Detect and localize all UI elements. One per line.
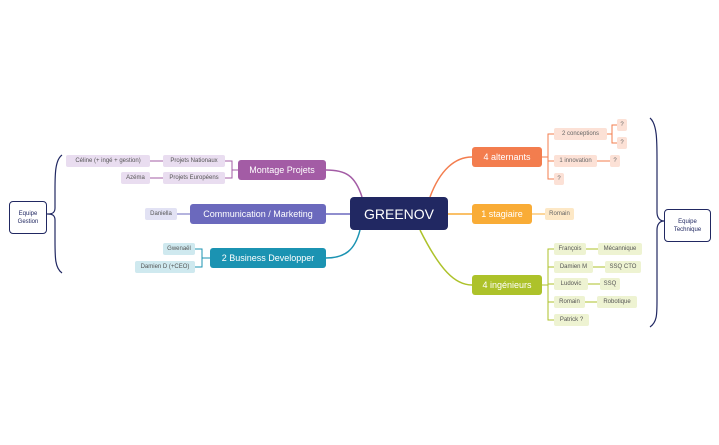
left-group-label-line2: Gestion <box>17 218 39 225</box>
node-azema[interactable]: Azéma <box>121 172 150 184</box>
branch-business-developper[interactable]: 2 Business Developper <box>210 248 326 268</box>
branch-alternants[interactable]: 4 alternants <box>472 147 542 167</box>
right-brace <box>649 117 665 328</box>
link-business <box>325 229 361 259</box>
left-group-label-line1: Equipe <box>18 210 38 217</box>
node-daniella[interactable]: Daniella <box>145 208 177 220</box>
node-ludovic[interactable]: Ludovic <box>554 278 588 290</box>
node-alternant-unknown[interactable]: ? <box>554 173 564 185</box>
node-2-conceptions[interactable]: 2 conceptions <box>554 128 607 140</box>
branch-stagiaire[interactable]: 1 stagiaire <box>472 204 532 224</box>
node-robotique[interactable]: Robotique <box>597 296 637 308</box>
node-celine[interactable]: Céline (+ ingé + gestion) <box>66 155 150 167</box>
left-group-label: Equipe Gestion <box>9 201 47 234</box>
root-node[interactable]: GREENOV <box>350 197 448 230</box>
right-group-label-line1: Equipe <box>678 218 697 225</box>
node-conception-unknown-1[interactable]: ? <box>617 119 627 131</box>
right-group-label-line2: Technique <box>673 226 702 233</box>
node-patrick[interactable]: Patrick ? <box>554 314 589 326</box>
node-conception-unknown-2[interactable]: ? <box>617 137 627 149</box>
left-brace <box>47 154 63 274</box>
node-projets-nationaux[interactable]: Projets Nationaux <box>163 155 225 167</box>
branch-montage-projets[interactable]: Montage Projets <box>238 160 326 180</box>
node-ssq-cto[interactable]: SSQ CTO <box>605 261 641 273</box>
node-projets-europeens[interactable]: Projets Européens <box>163 172 225 184</box>
link-alternants <box>429 156 473 198</box>
node-damien-m[interactable]: Damien M <box>554 261 593 273</box>
link-ingenieurs <box>419 229 473 286</box>
branch-communication-marketing[interactable]: Communication / Marketing <box>190 204 326 224</box>
link-montage <box>325 169 363 198</box>
node-francois[interactable]: François <box>554 243 586 255</box>
node-gwenael[interactable]: Gwenaël <box>163 243 195 255</box>
node-romain-stagiaire[interactable]: Romain <box>545 208 574 220</box>
node-ssq[interactable]: SSQ <box>600 278 620 290</box>
node-romain-ingenieur[interactable]: Romain <box>554 296 585 308</box>
branch-ingenieurs[interactable]: 4 ingénieurs <box>472 275 542 295</box>
right-group-label: Equipe Technique <box>664 209 711 242</box>
node-innovation-unknown[interactable]: ? <box>610 155 620 167</box>
node-damien-d[interactable]: Damien D (+CEO) <box>135 261 195 273</box>
node-mecannique[interactable]: Mécannique <box>598 243 642 255</box>
node-1-innovation[interactable]: 1 innovation <box>554 155 597 167</box>
